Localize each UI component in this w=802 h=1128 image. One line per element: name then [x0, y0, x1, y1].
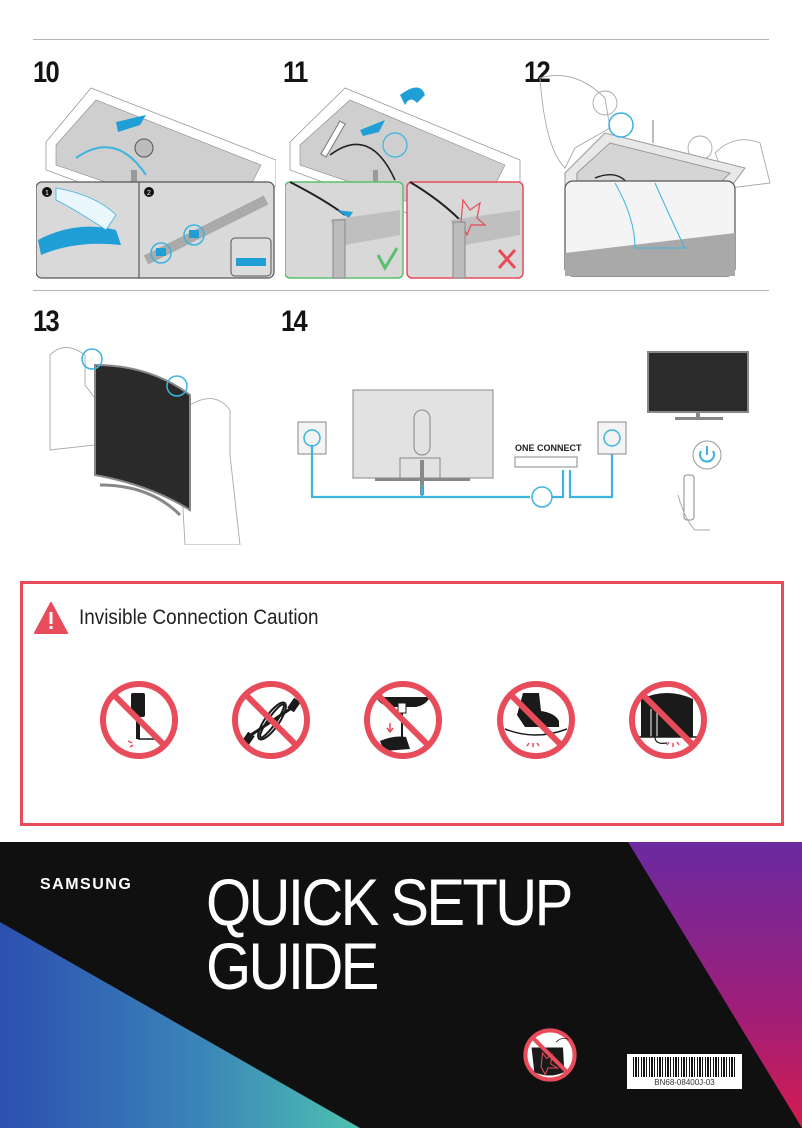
no-pinch-cable-icon	[629, 681, 707, 759]
x-mark-icon	[497, 249, 517, 269]
warning-triangle-icon	[34, 602, 68, 634]
checkmark-icon	[376, 247, 399, 272]
samsung-logo: SAMSUNG	[40, 876, 133, 893]
no-coil-cable-icon	[232, 681, 310, 759]
no-bend-connector-icon	[100, 681, 178, 759]
top-divider	[33, 39, 769, 40]
cover-title: QUICK SETUP GUIDE	[206, 865, 573, 1003]
barcode-label: BN68-08400J-03	[627, 1054, 742, 1089]
step-10-illustration: 1 2	[36, 70, 276, 280]
barcode-icon	[633, 1057, 736, 1077]
one-connect-box	[514, 456, 578, 468]
no-pull-cable-icon	[364, 681, 442, 759]
step-12-illustration	[535, 58, 775, 278]
middle-divider	[33, 290, 769, 291]
caution-panel: Invisible Connection Caution	[20, 581, 784, 826]
step-11-illustration	[285, 70, 525, 280]
no-step-on-cable-icon	[497, 681, 575, 759]
inset-1-label: 1	[45, 190, 49, 197]
inset-2-label: 2	[147, 190, 151, 197]
cover-panel: SAMSUNG QUICK SETUP GUIDE BN68-08400J-03	[0, 842, 802, 1128]
step-12-number: 12	[524, 56, 551, 89]
step-13-number: 13	[33, 305, 60, 338]
step-14-illustration: ONE CONNECT	[290, 345, 790, 540]
cover-title-line2: GUIDE	[206, 929, 379, 1003]
wall-outlet-right	[597, 421, 627, 455]
barcode-text: BN68-08400J-03	[654, 1078, 715, 1087]
cover-title-line1: QUICK SETUP	[206, 865, 573, 939]
no-press-screen-icon	[523, 1028, 577, 1082]
step-11-number: 11	[283, 56, 308, 89]
caution-title: Invisible Connection Caution	[79, 606, 319, 629]
step-13-illustration	[40, 335, 250, 545]
step-10-number: 10	[33, 56, 60, 89]
one-connect-label: ONE CONNECT	[515, 443, 582, 453]
step-14-number: 14	[281, 305, 308, 338]
